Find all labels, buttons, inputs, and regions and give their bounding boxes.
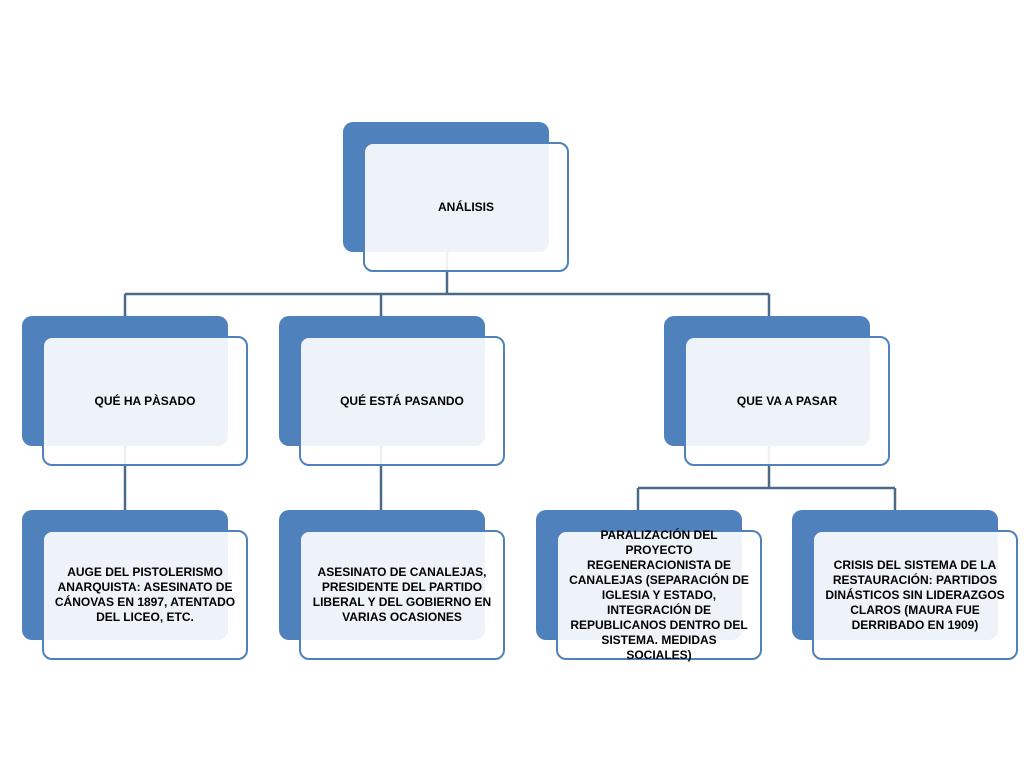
node-detail-pistolerismo: AUGE DEL PISTOLERISMO ANARQUISTA: ASESIN…	[22, 510, 254, 662]
node-detail-crisis-box: CRISIS DEL SISTEMA DE LA RESTAURACIÓN: P…	[812, 530, 1018, 660]
node-category-past-label: QUÉ HA PÀSADO	[94, 393, 196, 408]
node-root-analysis: ANÁLISIS	[343, 122, 575, 274]
node-category-present: QUÉ ESTÁ PASANDO	[279, 316, 511, 468]
node-detail-crisis: CRISIS DEL SISTEMA DE LA RESTAURACIÓN: P…	[792, 510, 1024, 662]
node-detail-pistolerismo-label: AUGE DEL PISTOLERISMO ANARQUISTA: ASESIN…	[54, 565, 236, 624]
node-detail-crisis-label: CRISIS DEL SISTEMA DE LA RESTAURACIÓN: P…	[825, 557, 1005, 632]
node-root-box: ANÁLISIS	[363, 142, 569, 272]
node-category-past: QUÉ HA PÀSADO	[22, 316, 254, 468]
node-detail-canalejas-label: ASESINATO DE CANALEJAS, PRESIDENTE DEL P…	[312, 565, 492, 624]
node-detail-canalejas-box: ASESINATO DE CANALEJAS, PRESIDENTE DEL P…	[299, 530, 505, 660]
node-detail-paralizacion-label: PARALIZACIÓN DEL PROYECTO REGENERACIONIS…	[569, 527, 749, 662]
node-category-present-label: QUÉ ESTÁ PASANDO	[340, 393, 464, 408]
node-detail-pistolerismo-box: AUGE DEL PISTOLERISMO ANARQUISTA: ASESIN…	[42, 530, 248, 660]
node-category-past-box: QUÉ HA PÀSADO	[42, 336, 248, 466]
node-detail-paralizacion-box: PARALIZACIÓN DEL PROYECTO REGENERACIONIS…	[556, 527, 762, 662]
node-category-present-box: QUÉ ESTÁ PASANDO	[299, 336, 505, 466]
node-category-future: QUE VA A PASAR	[664, 316, 896, 468]
node-detail-canalejas: ASESINATO DE CANALEJAS, PRESIDENTE DEL P…	[279, 510, 511, 662]
node-root-label: ANÁLISIS	[437, 199, 494, 214]
node-category-future-box: QUE VA A PASAR	[684, 336, 890, 466]
node-detail-paralizacion: PARALIZACIÓN DEL PROYECTO REGENERACIONIS…	[536, 510, 768, 662]
node-category-future-label: QUE VA A PASAR	[736, 393, 838, 408]
